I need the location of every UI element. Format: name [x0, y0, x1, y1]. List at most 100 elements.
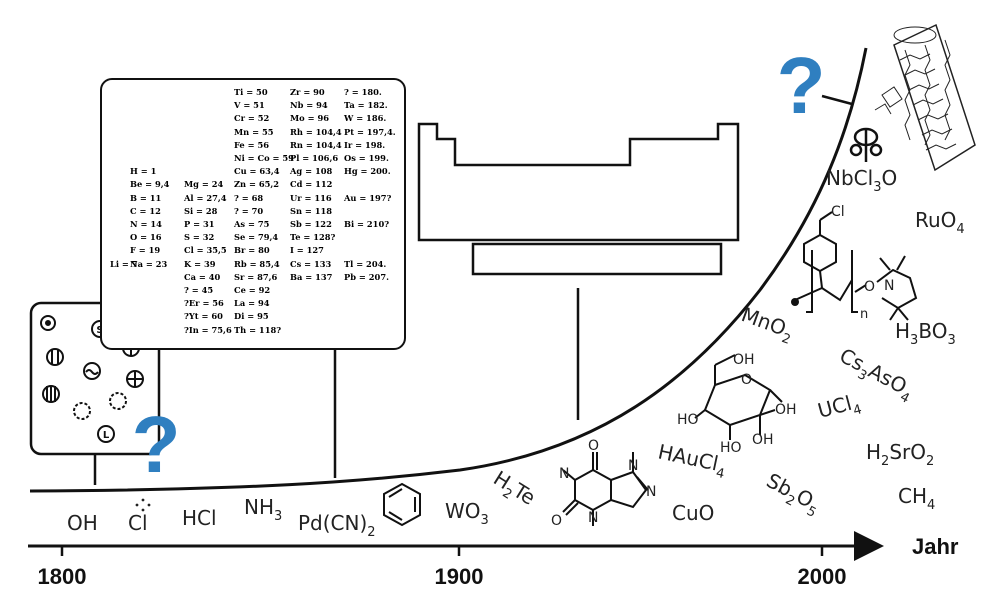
periodic-table-outline — [417, 122, 740, 276]
glucose-oh-bottom-right: OH — [752, 432, 774, 448]
nanotube-icon — [874, 23, 976, 172]
mendeleev-entry: Rn = 104,4 — [290, 139, 342, 150]
mendeleev-entry: ? = 68 — [234, 192, 264, 203]
mendeleev-entry: I = 127 — [290, 245, 324, 256]
glucose-o-ring: O — [741, 372, 752, 388]
mendeleev-entry: Na = 23 — [130, 258, 168, 269]
mendeleev-entry: Ir = 198. — [344, 139, 386, 150]
polymer-o-label: O — [864, 279, 875, 295]
formula-h2sro2: H2SrO2 — [866, 440, 934, 469]
caffeine-n-left: N — [559, 466, 569, 482]
glucose-oh-top: OH — [733, 352, 755, 368]
glucose-ho-left: HO — [677, 412, 699, 428]
mendeleev-entry: Au = 197? — [344, 192, 392, 203]
mendeleev-entry: V = 51 — [234, 100, 265, 111]
formula-nh3: NH3 — [244, 495, 282, 524]
mendeleev-entry: W = 186. — [344, 113, 387, 124]
mendeleev-entry: Sn = 118 — [290, 205, 333, 216]
glucose-structure — [694, 354, 783, 440]
mendeleev-entry: La = 94 — [234, 298, 270, 309]
tick-label-1900: 1900 — [435, 564, 484, 589]
mendeleev-entry: O = 16 — [130, 232, 162, 243]
tick-label-1800: 1800 — [38, 564, 87, 589]
polymer-n-label: N — [884, 278, 894, 294]
benzene-structure — [383, 482, 421, 527]
mendeleev-entry: Sb = 122 — [290, 219, 332, 229]
mendeleev-entry: Ti = 50 — [234, 87, 268, 97]
oxygen-symbol-icon — [83, 362, 101, 380]
mendeleev-entry: S = 32 — [184, 232, 215, 243]
formula-haucl4: HAuCl4 — [655, 439, 729, 482]
mendeleev-entry: ?Er = 56 — [184, 298, 224, 309]
svg-text:Cl: Cl — [128, 511, 148, 535]
mendeleev-entry: Th = 118? — [234, 324, 282, 335]
svg-text:L: L — [103, 430, 110, 441]
mendeleev-entry: Ca = 40 — [184, 271, 221, 282]
mendeleev-entry: Cr = 52 — [234, 113, 270, 124]
connector-nanotube — [821, 94, 853, 106]
polymer-structure — [794, 211, 918, 321]
mendeleev-entry: Te = 128? — [290, 232, 336, 243]
question-mark-left: ? — [132, 400, 181, 489]
mendeleev-entry: Tl = 204. — [344, 258, 387, 269]
mendeleev-entry: B = 11 — [130, 192, 162, 203]
mendeleev-entry: Ag = 108 — [290, 166, 333, 177]
mendeleev-entry: Ba = 137 — [290, 271, 333, 282]
polymer-end-dot — [791, 298, 799, 306]
formula-cl-dots: Cl — [128, 498, 151, 535]
lead-symbol-icon — [97, 425, 115, 443]
mendeleev-entry: Mn = 55 — [234, 126, 274, 137]
mendeleev-entry: Be = 9,4 — [130, 179, 170, 190]
mendeleev-entry: Zr = 90 — [290, 87, 325, 97]
formula-wo3: WO3 — [445, 499, 489, 528]
mendeleev-entry: Mg = 24 — [184, 179, 224, 190]
mendeleev-entry: Cl = 35,5 — [184, 245, 227, 256]
formula-pd-cn-2: Pd(CN)2 — [298, 511, 376, 540]
mendeleev-entry: Di = 95 — [234, 311, 269, 322]
mendeleev-entry: ? = 180. — [344, 87, 382, 97]
mendeleev-entry: Pt = 197,4. — [344, 126, 396, 137]
mendeleev-entry: Os = 199. — [344, 153, 389, 163]
rotaxane-icon — [849, 127, 883, 162]
mendeleev-entry: Fe = 56 — [234, 139, 269, 150]
mendeleev-entry: F = 19 — [130, 245, 161, 256]
formula-nbcl3o: NbCl3O — [826, 166, 897, 195]
mendeleev-entry: Se = 79,4 — [234, 232, 279, 243]
glucose-oh-right: OH — [775, 402, 797, 418]
formula-ch4: CH4 — [898, 484, 935, 513]
mendeleev-entry: As = 75 — [234, 219, 270, 229]
mendeleev-entry: P = 31 — [184, 219, 215, 229]
caffeine-n-right: N — [646, 484, 656, 500]
formula-oh: OH — [67, 511, 98, 535]
polymer-cl-label: Cl — [831, 204, 845, 220]
formula-h3bo3: H3BO3 — [895, 319, 956, 348]
carbon-symbol-icon — [46, 348, 64, 366]
formula-hcl: HCl — [182, 506, 217, 530]
mendeleev-entry: Si = 28 — [184, 205, 218, 216]
axis-label-jahr: Jahr — [912, 534, 959, 559]
formula-mno2: MnO2 — [737, 302, 798, 348]
mendeleev-entry: ?In = 75,6 — [184, 324, 232, 335]
mendeleev-entry: Cs = 133 — [290, 258, 332, 269]
mendeleev-entry: Nb = 94 — [290, 100, 328, 111]
caffeine-n-top-right: N — [628, 458, 638, 474]
gold-symbol-icon — [73, 402, 91, 420]
formula-ucl4: UCl4 — [815, 389, 864, 428]
mendeleev-entry: Pb = 207. — [344, 271, 389, 282]
caffeine-n-bottom: N — [588, 510, 598, 526]
mendeleev-entry: H = 1 — [130, 166, 157, 177]
mendeleev-entry: ? = 45 — [184, 285, 214, 295]
mendeleev-entry: Al = 27,4 — [184, 192, 227, 203]
question-mark-right: ? — [777, 41, 826, 130]
mendeleev-entry: Ni = Co = 59 — [234, 153, 294, 163]
caffeine-structure — [562, 452, 649, 526]
mendeleev-entry: Li = 7 — [110, 258, 138, 269]
tick-label-2000: 2000 — [798, 564, 847, 589]
mendeleev-entry: Sr = 87,6 — [234, 271, 278, 282]
mendeleev-entry: Rh = 104,4 — [290, 126, 342, 137]
mendeleev-table-card: Ti = 50 Zr = 90 ? = 180. V = 51 Nb = 94 Ta = … — [100, 78, 406, 350]
formula-cuo: CuO — [672, 501, 714, 525]
mendeleev-entry: Ta = 182. — [344, 100, 388, 111]
mendeleev-entry: Ce = 92 — [234, 285, 271, 295]
mendeleev-entry: N = 14 — [130, 219, 162, 229]
